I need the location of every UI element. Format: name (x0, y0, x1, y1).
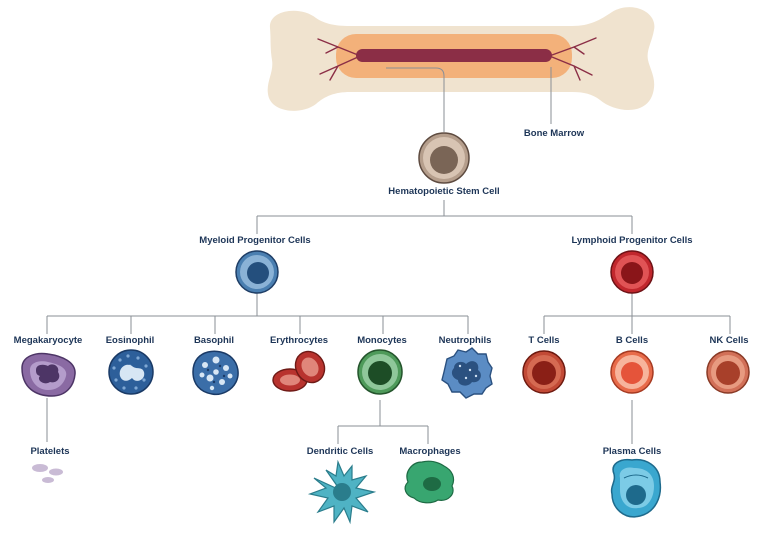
t-cells-label: T Cells (528, 335, 560, 346)
erythrocytes-label: Erythrocytes (269, 335, 329, 346)
lymphoid-progenitor-cell (610, 250, 654, 294)
bone-marrow-label: Bone Marrow (523, 128, 585, 139)
blood-vessels (317, 37, 597, 81)
plasma-cells-cell (610, 458, 662, 518)
bone-illustration (267, 7, 655, 111)
plasma-cells-label: Plasma Cells (602, 446, 662, 457)
platelets-cell (32, 464, 63, 483)
hsc-label: Hematopoietic Stem Cell (388, 186, 500, 197)
nk-cells-cell (706, 350, 750, 394)
megakaryocyte-label: Megakaryocyte (13, 335, 83, 346)
platelets-label: Platelets (30, 446, 70, 457)
monocytes-label: Monocytes (357, 335, 407, 346)
dendritic-cells-cell (307, 459, 377, 525)
eosinophil-cell (108, 349, 154, 395)
connector-lines (46, 67, 731, 444)
monocytes-cell (357, 349, 403, 395)
eosinophil-label: Eosinophil (105, 335, 155, 346)
marrow-inner (356, 49, 552, 62)
b-cells-label: B Cells (615, 335, 649, 346)
hsc-cell (418, 132, 470, 184)
macrophages-cell (404, 460, 455, 504)
erythrocytes-cell (272, 350, 326, 392)
myeloid-progenitor-cell (235, 250, 279, 294)
basophil-cell (192, 350, 239, 396)
lymphoid-label: Lymphoid Progenitor Cells (571, 235, 693, 246)
neutrophils-label: Neutrophils (438, 335, 492, 346)
t-cells-cell (522, 350, 566, 394)
b-cells-cell (610, 350, 654, 394)
basophil-label: Basophil (193, 335, 235, 346)
dendritic-cells-label: Dendritic Cells (306, 446, 374, 457)
neutrophils-cell (441, 347, 493, 399)
nk-cells-label: NK Cells (709, 335, 749, 346)
macrophages-label: Macrophages (399, 446, 461, 457)
megakaryocyte-cell (21, 352, 76, 397)
myeloid-label: Myeloid Progenitor Cells (199, 235, 311, 246)
